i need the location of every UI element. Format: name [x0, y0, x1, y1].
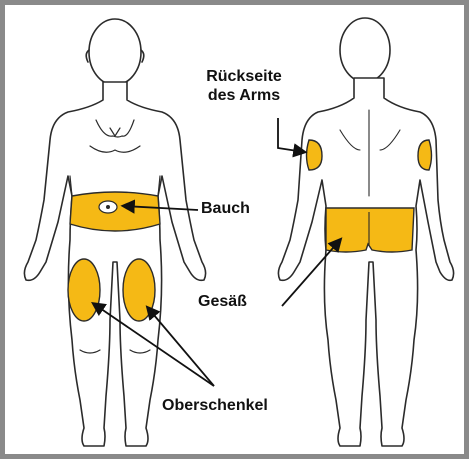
- back-of-arm-label-line2: des Arms: [193, 86, 295, 105]
- thigh-label: Oberschenkel: [162, 396, 268, 415]
- buttock-label: Gesäß: [198, 292, 247, 311]
- buttock-zone: [326, 208, 414, 252]
- left-arm-zone: [307, 140, 323, 170]
- back-of-arm-arrow: [278, 118, 304, 152]
- belly-label: Bauch: [201, 199, 250, 218]
- left-thigh-zone: [68, 259, 100, 321]
- right-arm-zone: [418, 140, 432, 170]
- back-of-arm-label-line1: Rückseite: [193, 67, 295, 86]
- back-of-arm-label: Rückseite des Arms: [193, 67, 295, 105]
- navel-marker: [99, 201, 117, 213]
- front-body-figure: [24, 19, 205, 446]
